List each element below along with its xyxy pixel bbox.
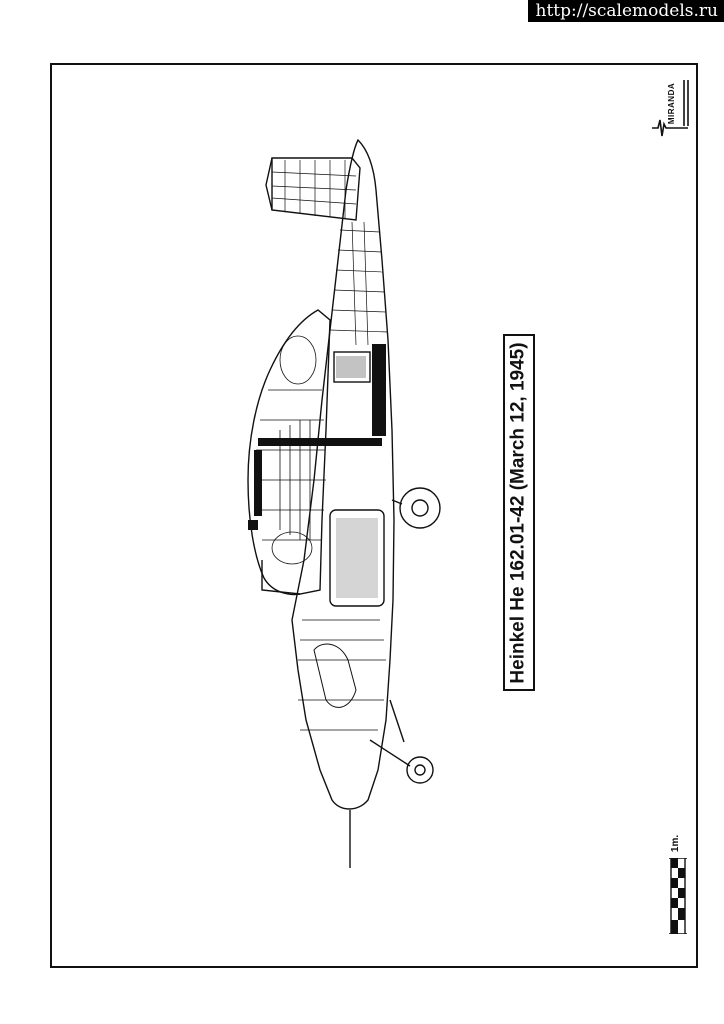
- drawing-title: Heinkel He 162.01-42 (March 12, 1945): [508, 341, 530, 684]
- drawing-frame: [50, 63, 698, 968]
- miranda-logo-icon: [652, 80, 689, 137]
- logo-text: MIRANDA: [667, 82, 677, 124]
- watermark-url[interactable]: http://scalemodels.ru: [527, 0, 724, 22]
- drawing-title-box: Heinkel He 162.01-42 (March 12, 1945): [503, 334, 535, 691]
- scale-bar: [669, 858, 687, 934]
- scale-label: 1m.: [670, 834, 682, 852]
